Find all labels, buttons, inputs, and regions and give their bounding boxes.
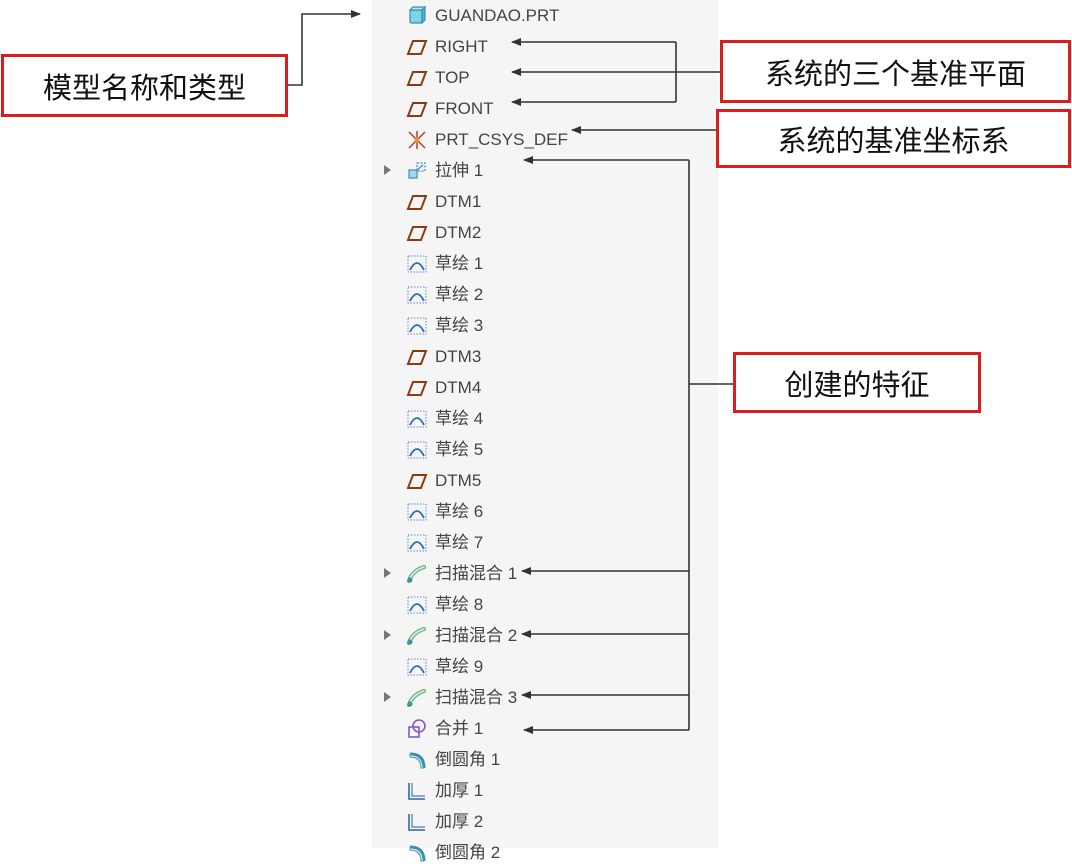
tree-item[interactable]: 草绘 3 bbox=[372, 310, 718, 341]
tree-item[interactable]: 草绘 5 bbox=[372, 434, 718, 465]
tree-item[interactable]: DTM2 bbox=[372, 217, 718, 248]
tree-item[interactable]: 扫描混合 3 bbox=[372, 682, 718, 713]
round-icon bbox=[406, 749, 428, 771]
tree-item-label: 拉伸 1 bbox=[435, 161, 484, 180]
expand-arrow-icon[interactable] bbox=[384, 692, 391, 702]
tree-item[interactable]: DTM3 bbox=[372, 341, 718, 372]
tree-item-label: 扫描混合 1 bbox=[435, 564, 518, 583]
tree-item-label: 草绘 8 bbox=[435, 595, 484, 614]
expand-arrow-icon[interactable] bbox=[384, 630, 391, 640]
tree-item[interactable]: 草绘 1 bbox=[372, 248, 718, 279]
tree-item-label: 草绘 5 bbox=[435, 440, 484, 459]
tree-item[interactable]: 草绘 6 bbox=[372, 496, 718, 527]
tree-item-label: 草绘 9 bbox=[435, 657, 484, 676]
expand-arrow-icon[interactable] bbox=[384, 165, 391, 175]
tree-item[interactable]: GUANDAO.PRT bbox=[372, 0, 718, 31]
callout-created-features: 创建的特征 bbox=[733, 352, 981, 413]
datum-plane-icon bbox=[406, 191, 428, 213]
sketch-icon bbox=[406, 439, 428, 461]
tree-item-label: 加厚 2 bbox=[435, 812, 484, 831]
tree-item-label: GUANDAO.PRT bbox=[435, 6, 560, 25]
tree-item[interactable]: 草绘 2 bbox=[372, 279, 718, 310]
tree-item[interactable]: 合并 1 bbox=[372, 713, 718, 744]
tree-item-label: DTM2 bbox=[435, 223, 482, 242]
tree-item[interactable]: RIGHT bbox=[372, 31, 718, 62]
sketch-icon bbox=[406, 501, 428, 523]
tree-item-label: 草绘 1 bbox=[435, 254, 484, 273]
sketch-icon bbox=[406, 532, 428, 554]
tree-item[interactable]: 倒圆角 1 bbox=[372, 744, 718, 775]
thicken-icon bbox=[406, 811, 428, 833]
tree-item-label: 扫描混合 3 bbox=[435, 688, 518, 707]
tree-item-label: PRT_CSYS_DEF bbox=[435, 130, 568, 149]
tree-item[interactable]: 加厚 1 bbox=[372, 775, 718, 806]
callout-datum-csys: 系统的基准坐标系 bbox=[716, 109, 1071, 168]
sketch-icon bbox=[406, 284, 428, 306]
model-tree-panel: GUANDAO.PRT RIGHT TOP FRONT PRT_CSYS_DEF 拉伸 1… bbox=[372, 0, 718, 862]
round-icon bbox=[406, 842, 428, 864]
tree-item-label: 倒圆角 2 bbox=[435, 843, 501, 862]
tree-item[interactable]: 扫描混合 2 bbox=[372, 620, 718, 651]
tree-item[interactable]: 草绘 9 bbox=[372, 651, 718, 682]
expand-arrow-icon[interactable] bbox=[384, 568, 391, 578]
tree-item[interactable]: DTM1 bbox=[372, 186, 718, 217]
tree-item[interactable]: PRT_CSYS_DEF bbox=[372, 124, 718, 155]
tree-item-label: TOP bbox=[435, 68, 470, 87]
extrude-icon bbox=[406, 160, 428, 182]
datum-plane-icon bbox=[406, 346, 428, 368]
sketch-icon bbox=[406, 594, 428, 616]
datum-plane-icon bbox=[406, 222, 428, 244]
tree-item[interactable]: FRONT bbox=[372, 93, 718, 124]
tree-item-label: DTM1 bbox=[435, 192, 482, 211]
tree-item-label: DTM4 bbox=[435, 378, 482, 397]
tree-item[interactable]: DTM5 bbox=[372, 465, 718, 496]
part-icon bbox=[406, 5, 428, 27]
tree-item-label: 倒圆角 1 bbox=[435, 750, 501, 769]
tree-item[interactable]: 拉伸 1 bbox=[372, 155, 718, 186]
tree-item[interactable]: 加厚 2 bbox=[372, 806, 718, 837]
sketch-icon bbox=[406, 656, 428, 678]
tree-item-label: 草绘 4 bbox=[435, 409, 484, 428]
coordinate-system-icon bbox=[406, 129, 428, 151]
datum-plane-icon bbox=[406, 36, 428, 58]
merge-icon bbox=[406, 718, 428, 740]
tree-item[interactable]: DTM4 bbox=[372, 372, 718, 403]
tree-item-label: 草绘 3 bbox=[435, 316, 484, 335]
tree-item-label: FRONT bbox=[435, 99, 494, 118]
datum-plane-icon bbox=[406, 470, 428, 492]
datum-plane-icon bbox=[406, 377, 428, 399]
sketch-icon bbox=[406, 408, 428, 430]
tree-item-label: DTM3 bbox=[435, 347, 482, 366]
callout-model-name: 模型名称和类型 bbox=[1, 54, 288, 117]
tree-item[interactable]: 草绘 8 bbox=[372, 589, 718, 620]
swept-blend-icon bbox=[406, 687, 428, 709]
tree-item[interactable]: 扫描混合 1 bbox=[372, 558, 718, 589]
arrow-model-name bbox=[287, 10, 361, 86]
tree-item[interactable]: 倒圆角 2 bbox=[372, 837, 718, 868]
thicken-icon bbox=[406, 780, 428, 802]
tree-item[interactable]: 草绘 7 bbox=[372, 527, 718, 558]
tree-item-label: 草绘 7 bbox=[435, 533, 484, 552]
tree-item-label: DTM5 bbox=[435, 471, 482, 490]
tree-item-label: 草绘 2 bbox=[435, 285, 484, 304]
tree-item-label: 扫描混合 2 bbox=[435, 626, 518, 645]
sketch-icon bbox=[406, 253, 428, 275]
swept-blend-icon bbox=[406, 625, 428, 647]
tree-item-label: 合并 1 bbox=[435, 719, 484, 738]
datum-plane-icon bbox=[406, 67, 428, 89]
tree-item[interactable]: 草绘 4 bbox=[372, 403, 718, 434]
tree-item-label: 加厚 1 bbox=[435, 781, 484, 800]
tree-item-label: 草绘 6 bbox=[435, 502, 484, 521]
tree-item-label: RIGHT bbox=[435, 37, 488, 56]
tree-item[interactable]: TOP bbox=[372, 62, 718, 93]
datum-plane-icon bbox=[406, 98, 428, 120]
swept-blend-icon bbox=[406, 563, 428, 585]
sketch-icon bbox=[406, 315, 428, 337]
callout-datum-planes: 系统的三个基准平面 bbox=[720, 40, 1071, 103]
